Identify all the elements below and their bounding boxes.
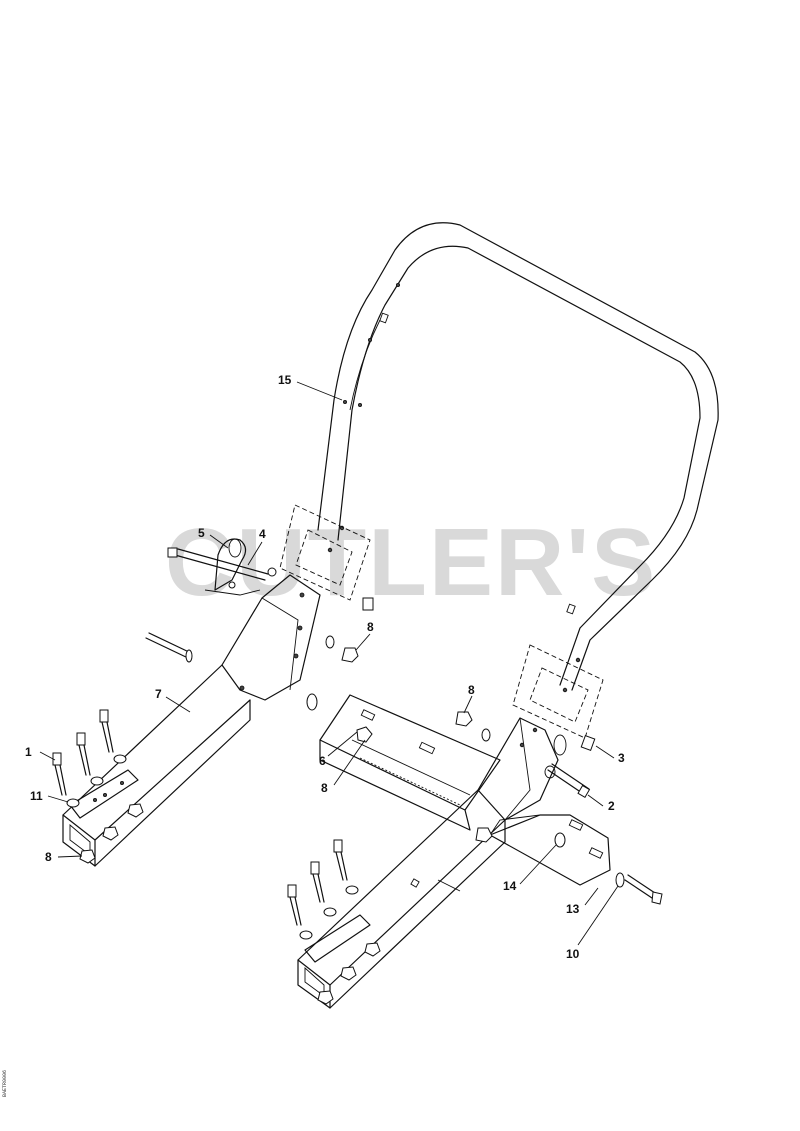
callout-10: 10 xyxy=(566,947,580,961)
left-upright xyxy=(62,574,321,867)
callout-7: 7 xyxy=(155,687,162,701)
right-bracket xyxy=(489,814,611,886)
callout-8-right: 8 xyxy=(468,683,475,697)
watermark-text: CUTLER'S xyxy=(165,509,657,616)
right-pin-assembly xyxy=(544,734,596,799)
callout-12: 13 xyxy=(566,902,580,916)
insertion-outline-left xyxy=(279,504,371,601)
leader-lines xyxy=(39,381,619,946)
insertion-outline-right xyxy=(512,644,604,739)
right-upright xyxy=(297,717,559,1009)
callout-8-upper: 8 xyxy=(367,620,374,634)
drawing-code-text: BAETR0006 xyxy=(2,1070,8,1098)
rops-hoop xyxy=(317,222,719,693)
hardware xyxy=(52,597,663,1005)
callout-13: 15 xyxy=(278,373,292,387)
callout-6: 6 xyxy=(319,754,326,768)
callout-4: 4 xyxy=(259,527,266,541)
cross-channel xyxy=(319,694,501,831)
callout-14: 14 xyxy=(503,879,517,893)
callouts: 15 5 4 8 7 1 11 8 6 8 8 3 2 14 13 10 xyxy=(25,373,625,961)
callout-2: 2 xyxy=(608,799,615,813)
callout-8-left: 8 xyxy=(45,850,52,864)
callout-5: 5 xyxy=(198,526,205,540)
callout-11: 11 xyxy=(30,789,43,803)
callout-8-center: 8 xyxy=(321,781,328,795)
drawing-code: BAETR0006 xyxy=(2,1070,12,1128)
callout-1: 1 xyxy=(25,745,32,759)
left-pin-assembly xyxy=(167,538,277,596)
callout-3: 3 xyxy=(618,751,625,765)
